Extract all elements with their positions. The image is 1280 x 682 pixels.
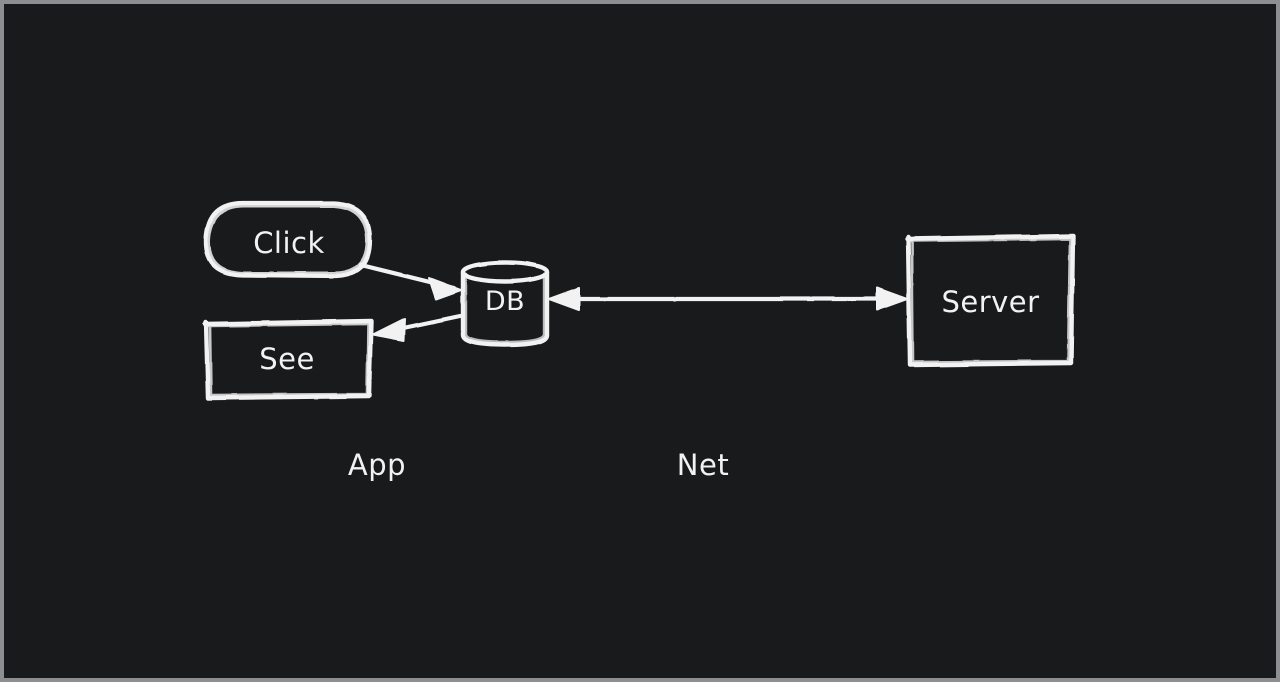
- shape-label-click: Click: [253, 226, 325, 260]
- diagram-surface: [202, 105, 1076, 576]
- zone-label-net: Net: [676, 448, 730, 482]
- shape-label-db: DB: [484, 286, 526, 317]
- shape-see[interactable]: [202, 318, 374, 401]
- shape-click[interactable]: [203, 200, 373, 279]
- connector-db-to-see[interactable]: [372, 313, 463, 342]
- shape-label-server: Server: [941, 285, 1040, 319]
- shape-server[interactable]: [904, 233, 1076, 368]
- connector-click-to-db[interactable]: [358, 262, 462, 300]
- shape-label-see: See: [259, 342, 315, 376]
- connector-db-to-server[interactable]: [548, 287, 908, 311]
- zone-label-app: App: [347, 448, 407, 482]
- shape-db[interactable]: [460, 260, 550, 348]
